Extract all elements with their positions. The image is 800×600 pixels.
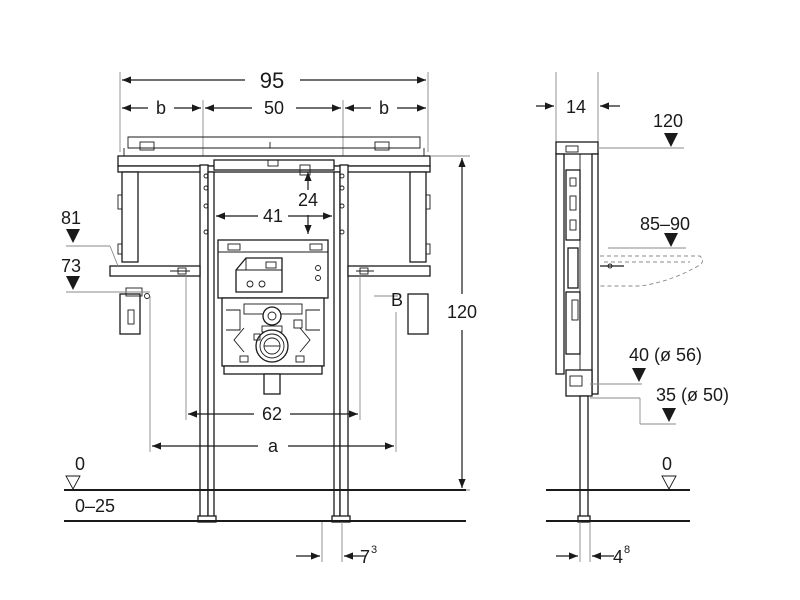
dim-24-text: 24 xyxy=(298,190,318,210)
dimension-14: 14 xyxy=(536,72,620,142)
side-floor-zero: 0 xyxy=(662,454,672,474)
side-floor-marker-icon xyxy=(661,475,677,490)
dim-62-text: 62 xyxy=(262,404,282,424)
top-bracket xyxy=(123,136,425,157)
side-frame xyxy=(555,141,599,523)
floor-marker-icon xyxy=(65,475,81,490)
floor-lines: 0 0–25 xyxy=(64,454,466,522)
label-40-56: 40 (ø 56) xyxy=(629,345,702,365)
label-120: 120 xyxy=(653,111,683,131)
side-floor-lines: 0 xyxy=(546,454,690,522)
side-foot-offset-text: 4 xyxy=(613,547,623,567)
label-35-50: 35 (ø 50) xyxy=(656,385,729,405)
floor-zero: 0 xyxy=(75,454,85,474)
marker-120-group: 120 xyxy=(598,111,684,149)
support-arms xyxy=(109,265,431,335)
marker-85-90-icon xyxy=(664,233,678,247)
marker-120-icon xyxy=(664,133,678,147)
side-view: 14 120 xyxy=(536,72,729,567)
dimension-b-50-b: b 50 b xyxy=(122,98,426,165)
floor-range: 0–25 xyxy=(75,496,115,516)
cistern-housing xyxy=(217,239,329,395)
marker-81-icon xyxy=(66,229,80,243)
dim-14-text: 14 xyxy=(566,97,586,117)
foot-offset-text: 7 xyxy=(360,547,370,567)
washbasin-outline: 85–90 xyxy=(600,214,703,287)
dimension-120: 120 xyxy=(430,155,477,491)
foot-offset-sup: 3 xyxy=(371,544,377,556)
dimension-side-foot-offset: 4 8 xyxy=(556,522,630,567)
dim-95-text: 95 xyxy=(260,68,284,93)
front-view: 95 b 50 b xyxy=(61,68,477,567)
dim-b-right-text: b xyxy=(379,98,389,118)
label-b: B xyxy=(391,290,403,310)
dimension-41: 41 xyxy=(216,206,332,226)
label-81: 81 xyxy=(61,208,81,228)
dimension-24: 24 xyxy=(298,172,318,234)
dim-50-text: 50 xyxy=(264,98,284,118)
marker-73-icon xyxy=(66,276,80,290)
marker-40-icon xyxy=(632,368,646,382)
height-leaders: 81 73 xyxy=(61,208,150,293)
dim-a-text: a xyxy=(268,436,279,456)
dimension-62: 62 xyxy=(185,276,361,424)
dim-41-text: 41 xyxy=(263,206,283,226)
label-73: 73 xyxy=(61,256,81,276)
dimension-foot-offset: 7 3 xyxy=(296,522,377,567)
dimension-a: a xyxy=(149,296,397,456)
side-foot-offset-sup: 8 xyxy=(624,544,630,556)
dim-b-left-text: b xyxy=(156,98,166,118)
middle-crossbar xyxy=(213,159,335,176)
dimension-95: 95 xyxy=(119,68,429,152)
drain-markers: 40 (ø 56) 35 (ø 50) xyxy=(590,345,729,425)
marker-35-icon xyxy=(662,408,676,422)
label-b-group: B xyxy=(374,290,403,310)
label-85-90: 85–90 xyxy=(640,214,690,234)
dim-120-text: 120 xyxy=(447,302,477,322)
